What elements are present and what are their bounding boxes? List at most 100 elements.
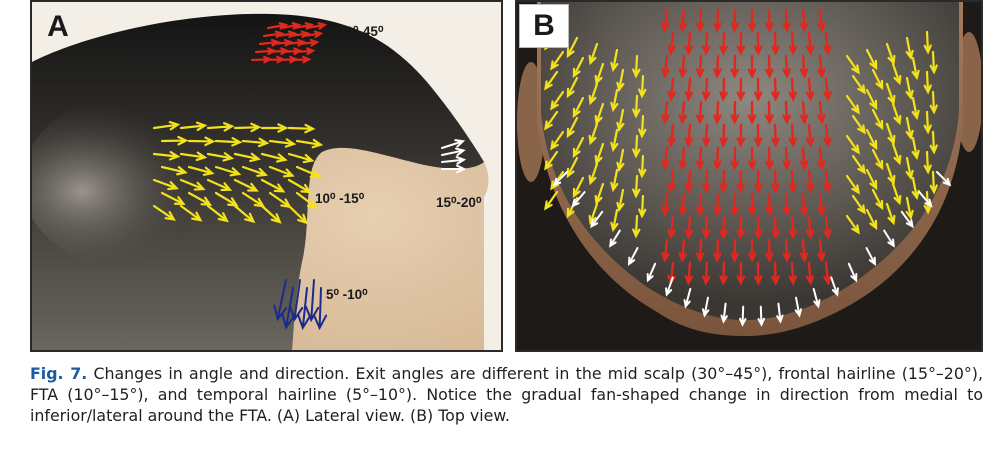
fta-arrow	[588, 122, 599, 146]
mid-scalp-arrow	[730, 8, 739, 33]
fta-arrow	[871, 68, 884, 91]
mid-scalp-arrow	[695, 8, 705, 33]
mid-scalp-arrow	[788, 169, 798, 194]
fta-arrow	[268, 138, 297, 148]
fta-arrow	[632, 94, 641, 119]
frontal-hairline-arrow	[865, 247, 877, 266]
mid-scalp-arrow	[753, 169, 763, 194]
mid-scalp-arrow	[695, 238, 705, 263]
fta-arrow	[871, 188, 884, 211]
mid-scalp-arrow	[782, 8, 791, 33]
fta-arrow	[929, 90, 938, 115]
fta-arrow	[179, 121, 208, 132]
mid-scalp-arrow	[771, 215, 780, 240]
fta-arrow	[610, 48, 619, 73]
panel-a-arrows	[152, 22, 467, 331]
mid-scalp-arrow	[695, 146, 705, 171]
mid-scalp-arrow	[730, 100, 739, 125]
fta-arrow	[891, 182, 902, 206]
mid-scalp-arrow	[661, 192, 670, 217]
mid-scalp-arrow	[765, 238, 774, 263]
mid-scalp-arrow	[805, 77, 815, 102]
fta-arrow	[241, 165, 269, 177]
mid-scalp-arrow	[678, 192, 688, 217]
mid-scalp-arrow	[782, 54, 791, 79]
fta-arrow	[845, 94, 860, 115]
fta-arrow	[923, 110, 932, 135]
mid-scalp-arrow	[713, 238, 722, 263]
fta-arrow	[911, 136, 920, 161]
mid-scalp-arrow	[736, 77, 746, 102]
mid-scalp-arrow	[661, 8, 670, 33]
fta-arrow	[295, 191, 319, 209]
fta-arrow	[891, 62, 902, 86]
fta-arrow	[206, 122, 235, 132]
fta-arrow	[214, 191, 239, 207]
fta-arrow	[891, 102, 902, 126]
fta-arrow	[260, 123, 289, 133]
fta-arrow	[851, 154, 866, 175]
mid-scalp-arrow	[736, 31, 746, 56]
mid-scalp-arrow	[701, 215, 711, 240]
fta-arrow	[206, 178, 233, 192]
caption-text: Changes in angle and direction. Exit ang…	[30, 364, 983, 425]
mid-scalp-arrow	[695, 54, 705, 79]
panel-a-lateral-view: A 30⁰-45⁰ 10⁰ -15⁰ 15⁰-20⁰ 5⁰ -10⁰	[30, 0, 503, 352]
fta-arrow	[865, 128, 878, 151]
temporal-hairline-arrow	[281, 287, 296, 330]
fta-arrow	[295, 165, 322, 178]
mid-scalp-arrow	[701, 31, 711, 56]
fta-arrow	[287, 178, 312, 194]
mid-scalp-arrow	[799, 192, 809, 217]
fta-arrow	[632, 54, 641, 79]
mid-scalp-arrow	[736, 215, 746, 240]
fta-arrow	[233, 204, 256, 224]
mid-scalp-arrow	[719, 31, 728, 56]
mid-scalp-arrow	[788, 215, 798, 240]
mid-scalp-arrow	[684, 123, 694, 148]
frontal-hairline-arrow	[720, 302, 728, 324]
fta-arrow	[911, 56, 920, 81]
fta-arrow	[550, 130, 565, 151]
mid-scalp-arrow	[788, 261, 798, 286]
frontal-hairline-arrow	[794, 296, 803, 318]
mid-scalp-arrow	[701, 261, 711, 286]
panel-b-top-view: B	[515, 0, 983, 352]
mid-scalp-arrow	[730, 192, 739, 217]
fta-arrow	[616, 68, 625, 93]
fta-arrow	[588, 202, 599, 226]
mid-scalp-arrow	[695, 100, 705, 125]
mid-scalp-arrow	[730, 238, 739, 263]
label-mid-scalp-angle: 30⁰-45⁰	[338, 24, 384, 39]
fta-arrow	[160, 135, 189, 146]
fta-arrow	[885, 162, 896, 186]
mid-scalp-arrow	[805, 261, 815, 286]
mid-scalp-arrow	[297, 38, 320, 47]
mid-scalp-arrow	[701, 169, 711, 194]
mid-scalp-arrow	[771, 77, 780, 102]
fta-arrow	[929, 130, 938, 155]
mid-scalp-arrow	[817, 238, 826, 263]
mid-scalp-arrow	[753, 215, 763, 240]
frontal-hairline-arrow	[441, 156, 467, 165]
mid-scalp-arrow	[747, 192, 757, 217]
frontal-hairline-arrow	[847, 262, 858, 283]
mid-scalp-arrow	[695, 192, 705, 217]
mid-scalp-arrow	[771, 31, 780, 56]
fta-arrow	[233, 122, 262, 133]
fta-arrow	[287, 204, 309, 225]
fta-arrow	[152, 178, 179, 191]
fta-arrow	[610, 128, 619, 153]
mid-scalp-arrow	[799, 100, 809, 125]
mid-scalp-arrow	[799, 8, 809, 33]
mid-scalp-arrow	[678, 238, 688, 263]
mid-scalp-arrow	[823, 123, 832, 148]
frontal-hairline-arrow	[590, 210, 604, 229]
temporal-hairline-arrow	[312, 287, 328, 331]
fta-arrow	[572, 56, 585, 79]
mid-scalp-arrow	[823, 169, 832, 194]
panel-a-letter: A	[47, 10, 69, 43]
fta-arrow	[845, 54, 860, 75]
fta-arrow	[566, 36, 579, 59]
mid-scalp-arrow	[799, 238, 809, 263]
